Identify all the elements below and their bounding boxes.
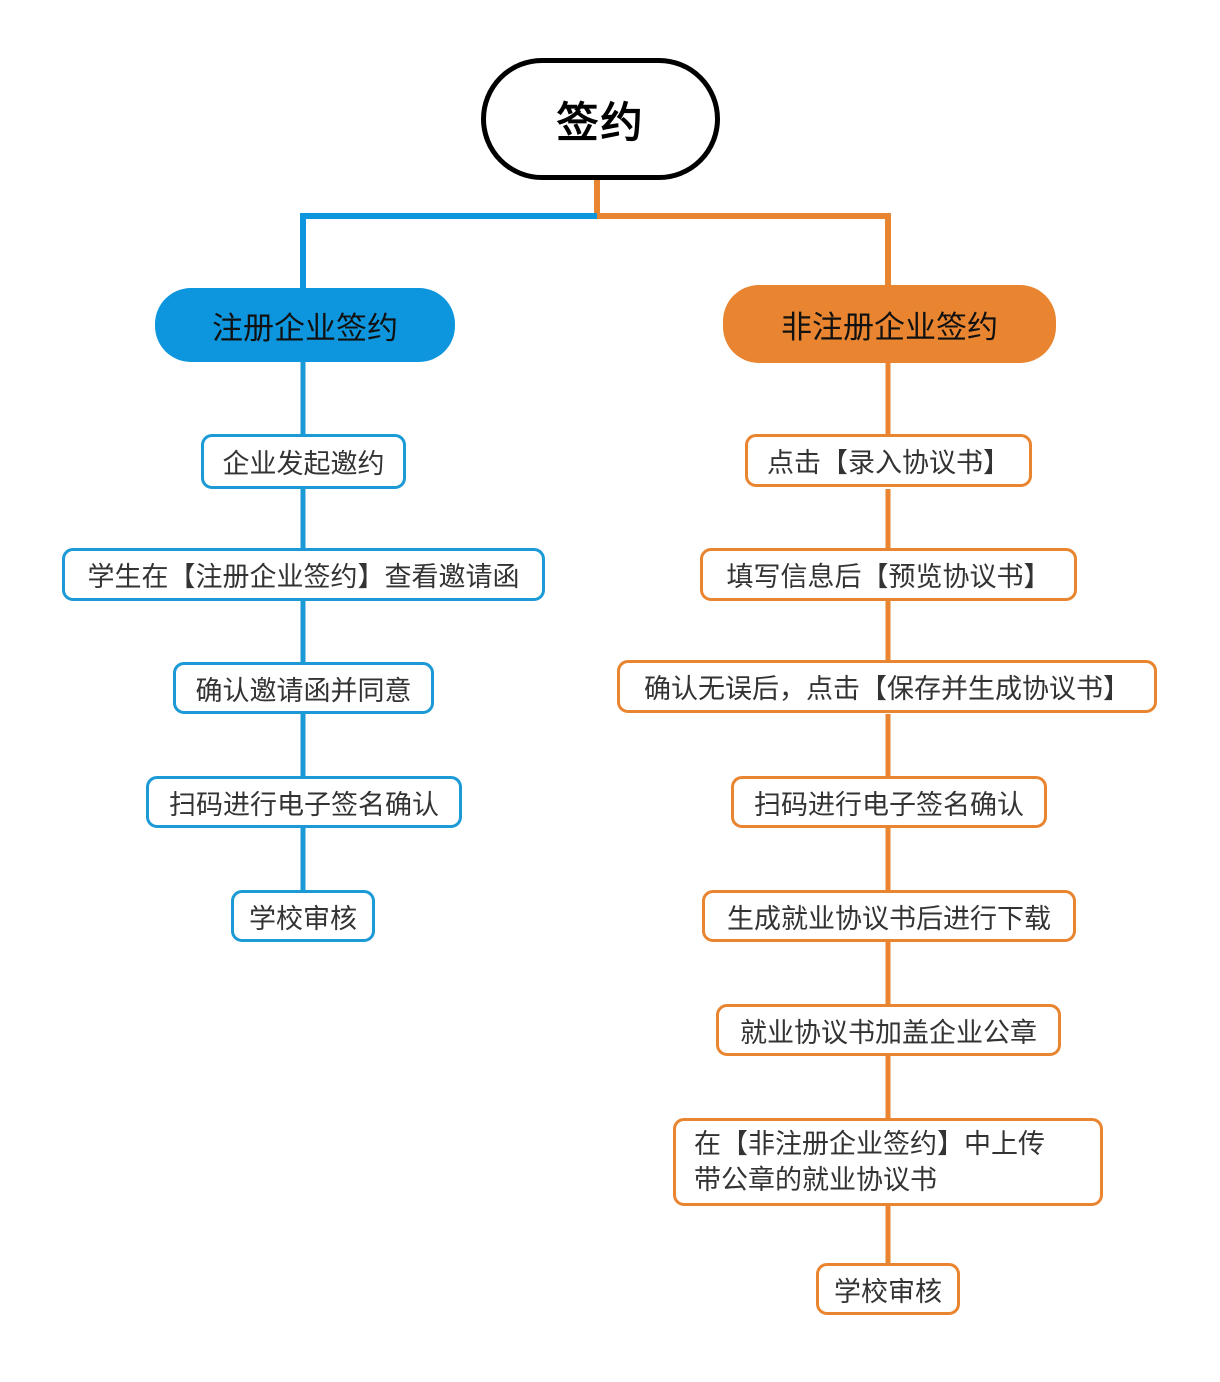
- step-unregistered-8[interactable]: 学校审核: [816, 1263, 960, 1315]
- step-registered-5[interactable]: 学校审核: [231, 890, 375, 942]
- root-node-signing[interactable]: 签约: [481, 58, 720, 180]
- step-unregistered-2[interactable]: 填写信息后【预览协议书】: [700, 548, 1077, 601]
- step-registered-2[interactable]: 学生在【注册企业签约】查看邀请函: [62, 548, 545, 601]
- step-unregistered-7[interactable]: 在【非注册企业签约】中上传 带公章的就业协议书: [673, 1118, 1103, 1206]
- step-registered-4[interactable]: 扫码进行电子签名确认: [146, 776, 462, 828]
- branch-header-unregistered[interactable]: 非注册企业签约: [723, 285, 1056, 363]
- step-unregistered-4[interactable]: 扫码进行电子签名确认: [731, 776, 1047, 828]
- step-unregistered-5[interactable]: 生成就业协议书后进行下载: [702, 890, 1076, 942]
- step-registered-3[interactable]: 确认邀请函并同意: [173, 662, 434, 714]
- step-unregistered-3[interactable]: 确认无误后，点击【保存并生成协议书】: [617, 660, 1157, 713]
- step-unregistered-6[interactable]: 就业协议书加盖企业公章: [716, 1004, 1061, 1056]
- step-unregistered-1[interactable]: 点击【录入协议书】: [745, 434, 1032, 487]
- branch-header-registered[interactable]: 注册企业签约: [155, 288, 455, 362]
- step-registered-1[interactable]: 企业发起邀约: [201, 434, 406, 489]
